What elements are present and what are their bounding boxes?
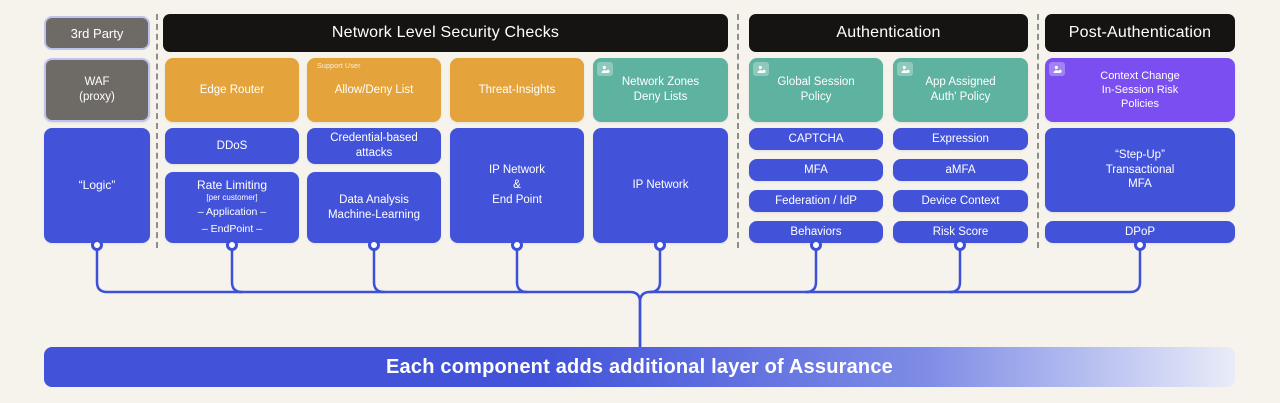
edge-router-box: Edge Router — [165, 58, 299, 122]
connector-bus-left — [95, 245, 642, 351]
rate-limiting-title: Rate Limiting — [196, 178, 268, 193]
connector-drop — [515, 245, 529, 294]
rate-limiting-endpoint: – EndPoint – — [201, 222, 263, 235]
rate-limiting-application: – Application – — [197, 206, 267, 219]
rate-limiting-box: Rate Limiting [per customer] – Applicati… — [165, 172, 299, 243]
dpop-box: DPoP — [1045, 221, 1235, 243]
connector-dot — [91, 239, 103, 251]
credential-attacks-box: Credential-based attacks — [307, 128, 441, 164]
context-change-risk-policies-box: Context Change In-Session Risk Policies — [1045, 58, 1235, 122]
assurance-banner-label: Each component adds additional layer of … — [386, 355, 893, 378]
user-gear-icon — [753, 62, 769, 76]
device-context-box: Device Context — [893, 190, 1028, 212]
amfa-box: aMFA — [893, 159, 1028, 181]
header-network: Network Level Security Checks — [163, 14, 728, 52]
connector-dot — [511, 239, 523, 251]
behaviors-box: Behaviors — [749, 221, 883, 243]
expression-box: Expression — [893, 128, 1028, 150]
data-analysis-ml-box: Data Analysis Machine-Learning — [307, 172, 441, 243]
assurance-banner: Each component adds additional layer of … — [44, 347, 1235, 387]
connector-drop — [648, 245, 662, 294]
global-session-policy-label: Global Session Policy — [777, 76, 855, 103]
captcha-box: CAPTCHA — [749, 128, 883, 150]
global-session-policy-box: Global Session Policy — [749, 58, 883, 122]
logic-box: “Logic” — [44, 128, 150, 243]
threat-insights-box: Threat-Insights — [450, 58, 584, 122]
connector-bus-right — [638, 245, 1142, 351]
network-zones-deny-lists-box: Network Zones Deny Lists — [593, 58, 728, 122]
user-gear-icon — [897, 62, 913, 76]
allow-deny-list-label: Allow/Deny List — [334, 83, 414, 96]
ddos-box: DDoS — [165, 128, 299, 164]
connector-drop — [372, 245, 386, 294]
user-gear-icon — [597, 62, 613, 76]
connector-drop — [948, 245, 962, 294]
connector-dot — [226, 239, 238, 251]
header-post-authentication: Post-Authentication — [1045, 14, 1235, 52]
connector-dot — [1134, 239, 1146, 251]
connector-drop — [804, 245, 818, 294]
header-authentication: Authentication — [749, 14, 1028, 52]
network-zones-label: Network Zones Deny Lists — [621, 76, 700, 103]
risk-score-box: Risk Score — [893, 221, 1028, 243]
header-third-party: 3rd Party — [44, 16, 150, 50]
connector-drop — [230, 245, 244, 294]
ip-network-box: IP Network — [593, 128, 728, 243]
divider-authentication — [1037, 14, 1039, 248]
connector-dot — [810, 239, 822, 251]
waf-proxy-box: WAF (proxy) — [44, 58, 150, 122]
federation-idp-box: Federation / IdP — [749, 190, 883, 212]
allow-deny-list-box: Support User Allow/Deny List — [307, 58, 441, 122]
connector-dot — [368, 239, 380, 251]
context-change-label: Context Change In-Session Risk Policies — [1100, 69, 1180, 111]
connector-dot — [954, 239, 966, 251]
connector-dot — [654, 239, 666, 251]
app-assigned-auth-policy-box: App Assigned Auth' Policy — [893, 58, 1028, 122]
app-assigned-auth-policy-label: App Assigned Auth' Policy — [925, 76, 996, 103]
mfa-box: MFA — [749, 159, 883, 181]
support-user-tag: Support User — [317, 63, 361, 70]
user-gear-icon — [1049, 62, 1065, 76]
ip-network-endpoint-box: IP Network & End Point — [450, 128, 584, 243]
step-up-transactional-mfa-box: “Step-Up” Transactional MFA — [1045, 128, 1235, 212]
divider-network — [737, 14, 739, 248]
divider-third-party — [156, 14, 158, 248]
rate-limiting-sub: [per customer] — [206, 192, 258, 202]
